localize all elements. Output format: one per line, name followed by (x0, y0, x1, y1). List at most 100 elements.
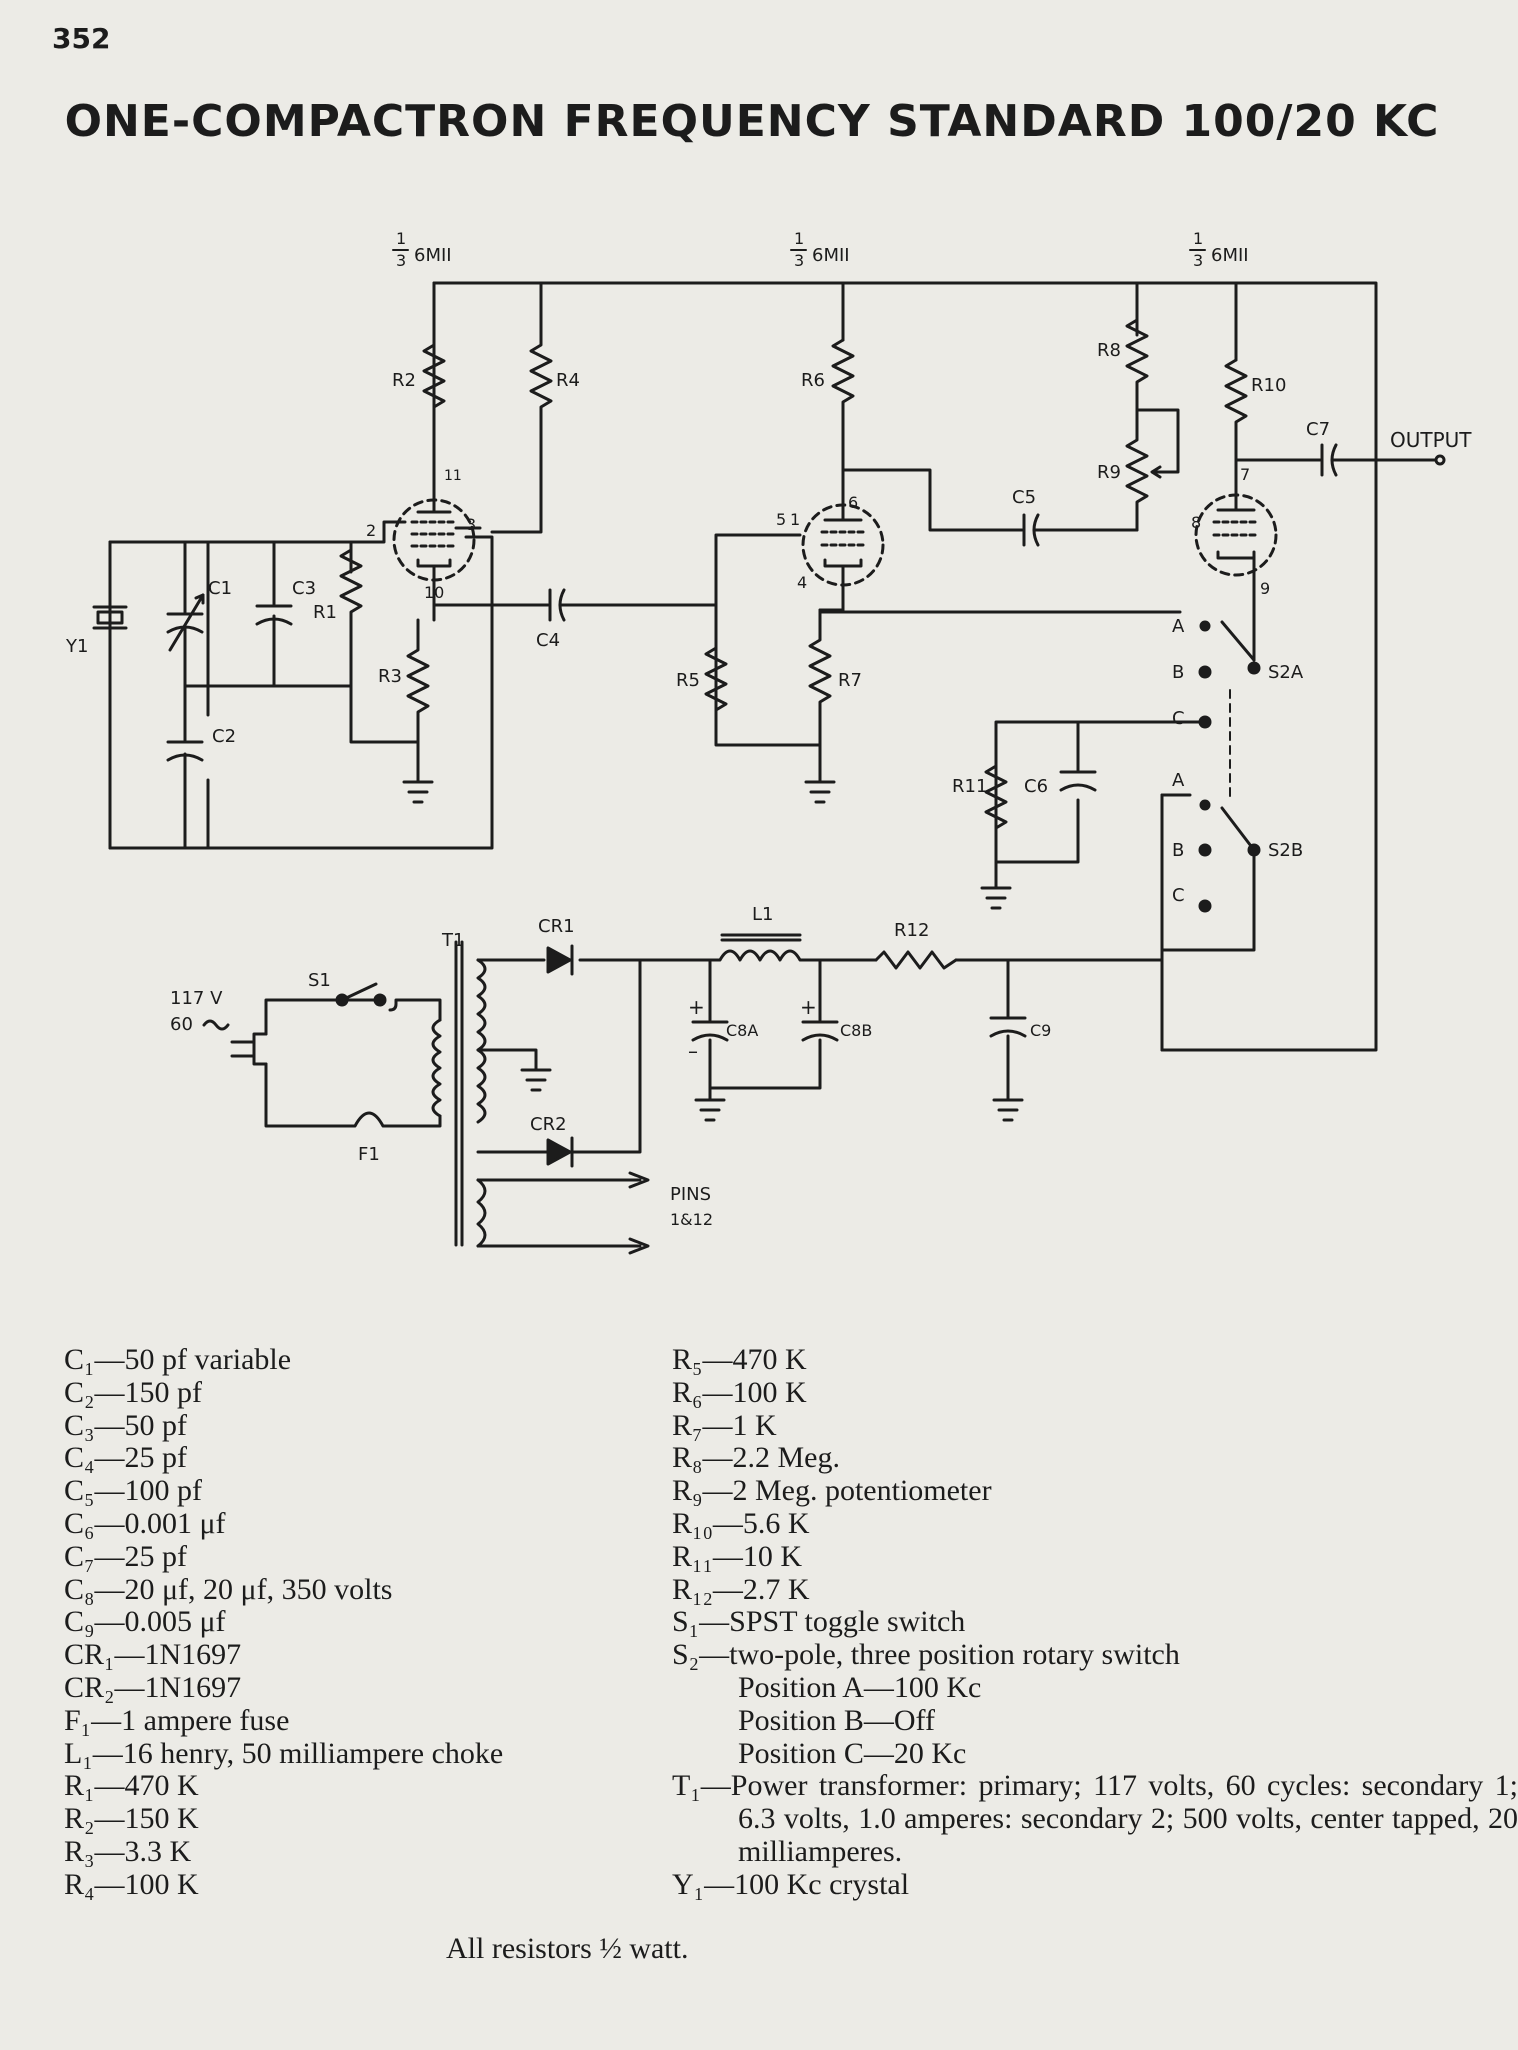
filter-wiring (708, 958, 1164, 1102)
switch-s2b: A B C S2B (1160, 770, 1303, 952)
resistor-r4: R4 (490, 281, 580, 534)
parts-item: R₁—470 K (64, 1769, 199, 1803)
parts-item: R₁₁—10 K (672, 1539, 803, 1573)
parts-item: R₄—100 K (64, 1867, 199, 1901)
parts-item: R₇—1 K (672, 1408, 777, 1442)
s2-position-item: Position C—20 Kc (738, 1736, 967, 1770)
parts-item: S₁—SPST toggle switch (672, 1605, 966, 1639)
resistor-r5: R5 (676, 638, 728, 722)
parts-item: R₅—470 K (672, 1343, 807, 1376)
heater-arrows (628, 1171, 650, 1255)
svg-text:C2: C2 (212, 726, 236, 747)
svg-text:3: 3 (794, 251, 804, 270)
resistor-r2: R2 (392, 281, 446, 472)
capacitor-c7: C7 OUTPUT (1234, 419, 1472, 477)
svg-text:R6: R6 (801, 370, 825, 391)
s2-position-item: Position B—Off (738, 1703, 935, 1737)
svg-text:11: 11 (444, 468, 462, 484)
svg-text:C8A: C8A (726, 1021, 758, 1040)
parts-item: C₃—50 pf (64, 1408, 187, 1442)
svg-text:B: B (1172, 662, 1184, 683)
svg-text:R11: R11 (952, 776, 987, 797)
parts-item: C₇—25 pf (64, 1539, 187, 1573)
svg-text:3: 3 (1193, 251, 1203, 270)
svg-text:S1: S1 (308, 970, 331, 991)
resistor-r10: R10 (1224, 281, 1286, 492)
svg-text:L1: L1 (752, 904, 773, 925)
diode-cr2: CR2 (530, 1114, 574, 1168)
svg-text:T1: T1 (441, 930, 464, 951)
svg-text:1: 1 (1193, 229, 1203, 248)
resistor-r1: R1 (313, 540, 363, 637)
page-number: 352 (52, 22, 111, 55)
svg-text:2: 2 (366, 521, 376, 540)
s2-position-item: Position A—100 Kc (738, 1670, 982, 1704)
ground-5 (694, 1098, 726, 1122)
svg-text:C5: C5 (1012, 487, 1036, 508)
svg-text:Y1: Y1 (65, 636, 88, 657)
capacitor-c5: C5 (841, 468, 1139, 547)
primary-wiring (264, 998, 442, 1128)
parts-item: R₆—100 K (672, 1375, 807, 1409)
page-title: ONE-COMPACTRON FREQUENCY STANDARD 100/20… (64, 96, 1440, 147)
resistor-r3: R3 (378, 618, 430, 784)
svg-text:C7: C7 (1306, 419, 1330, 440)
tube-1-triode: 11 2 3 10 (366, 468, 482, 622)
svg-text:10: 10 (424, 583, 444, 602)
r11-c6-wiring (994, 720, 1207, 890)
ground-2 (804, 768, 836, 804)
svg-text:60: 60 (170, 1014, 193, 1035)
parts-item: R₁₂—2.7 K (672, 1572, 810, 1606)
svg-text:S2B: S2B (1268, 840, 1303, 861)
parts-item: R₉—2 Meg. potentiometer (672, 1474, 992, 1508)
parts-item: C₂—150 pf (64, 1375, 202, 1409)
svg-text:+: + (688, 995, 705, 1019)
svg-text:C: C (1172, 708, 1185, 729)
resistor-r12: R12 (874, 920, 958, 970)
svg-text:R7: R7 (838, 670, 862, 691)
svg-text:C: C (1172, 885, 1185, 906)
svg-text:5: 5 (776, 510, 786, 529)
parts-item: C₉—0.005 μf (64, 1605, 226, 1639)
parts-item: C₅—100 pf (64, 1474, 202, 1508)
svg-text:R3: R3 (378, 666, 402, 687)
capacitor-c4: C4 (432, 588, 718, 651)
svg-text:R1: R1 (313, 602, 337, 623)
svg-text:S2A: S2A (1268, 662, 1304, 683)
switch-s2a: A B C S2A (1172, 578, 1304, 729)
capacitor-c2: C2 (166, 684, 236, 850)
transformer-t1: T1 (431, 930, 487, 1248)
parts-item: S₂—two-pole, three position rotary switc… (672, 1638, 1180, 1672)
svg-text:9: 9 (1260, 579, 1270, 598)
resistor-r8: R8 (1097, 281, 1149, 412)
schematic-diagram: 1 3 6MII 1 3 6MII 1 3 6MII Y1 C 1 (65, 229, 1472, 1255)
tube-label-right: 1 3 6MII (1189, 229, 1249, 270)
svg-text:C4: C4 (536, 630, 560, 651)
svg-text:A: A (1172, 770, 1185, 791)
svg-text:C8B: C8B (840, 1021, 872, 1040)
svg-text:6MII: 6MII (812, 245, 850, 266)
svg-text:4: 4 (797, 573, 807, 592)
svg-text:R2: R2 (392, 370, 416, 391)
parts-item-t1: T₁—Power transformer: primary; 117 volts… (672, 1769, 1518, 1868)
svg-text:6MII: 6MII (414, 245, 452, 266)
choke-l1: L1 (698, 904, 822, 962)
mains-plug: 117 V 60 (170, 988, 268, 1066)
diode-cr1: CR1 (538, 916, 575, 976)
parts-item: R₈—2.2 Meg. (672, 1441, 840, 1475)
pins-label: PINS 1&12 (670, 1184, 713, 1229)
parts-item: R₂—150 K (64, 1802, 199, 1836)
svg-text:1&12: 1&12 (670, 1210, 713, 1229)
ground-3 (980, 886, 1012, 910)
svg-text:F1: F1 (358, 1144, 380, 1165)
svg-text:1: 1 (396, 229, 406, 248)
potentiometer-r9: R9 (1097, 408, 1180, 532)
svg-text:1: 1 (790, 510, 800, 529)
svg-text:8: 8 (1191, 513, 1201, 532)
capacitor-c3: C3 (255, 540, 316, 688)
parts-item: L₁—16 henry, 50 milliampere choke (64, 1736, 504, 1770)
svg-text:CR1: CR1 (538, 916, 575, 937)
svg-text:C3: C3 (292, 578, 316, 599)
parts-item: R₃—3.3 K (64, 1834, 192, 1868)
